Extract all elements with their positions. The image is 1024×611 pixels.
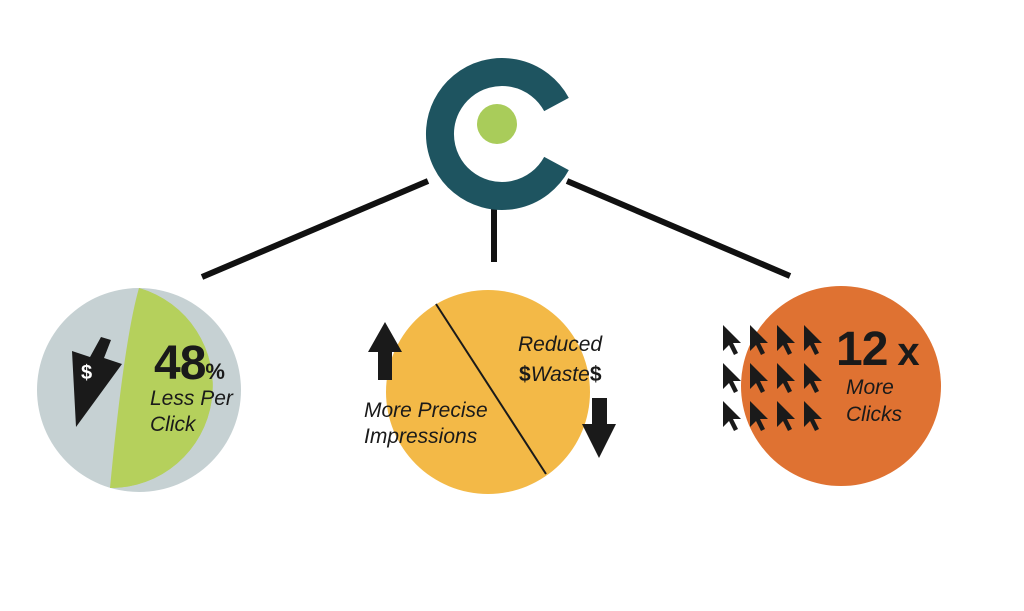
- cursor-icon: [777, 363, 795, 393]
- orange-circle: [741, 286, 941, 486]
- cursor-icon: [804, 325, 822, 355]
- middle-left-line1: More Precise: [364, 399, 488, 422]
- brand-logo: [425, 58, 569, 210]
- cursor-icon: [804, 401, 822, 431]
- waste-word: Waste: [530, 363, 590, 386]
- logo-dot: [477, 104, 517, 144]
- up-arrow-icon: [368, 322, 402, 380]
- cursor-icon: [723, 363, 741, 393]
- right-label-line2: Clicks: [846, 403, 902, 426]
- down-arrow-icon: [582, 398, 616, 458]
- cursor-icon: [750, 363, 768, 393]
- left-label-line2: Click: [150, 413, 196, 436]
- cursor-icon: [750, 401, 768, 431]
- connector-left: [200, 178, 430, 280]
- yellow-circle: [386, 290, 590, 494]
- cursor-grid: [723, 325, 822, 431]
- left-stat-unit: %: [205, 359, 225, 384]
- cursor-icon: [804, 363, 822, 393]
- middle-right-line2: $Waste$: [519, 362, 602, 388]
- pie-green-fill: [110, 288, 213, 489]
- middle-circle: [386, 290, 590, 494]
- waste-dollar-right: $: [589, 363, 602, 386]
- logo-c-ring: [425, 58, 569, 210]
- right-circle: [741, 286, 941, 486]
- connector-right: [565, 178, 792, 279]
- middle-left-line2: Impressions: [364, 425, 478, 448]
- left-pie-chart: [37, 288, 241, 492]
- left-stat-value: 48: [154, 337, 206, 390]
- price-down-arrow-icon: [72, 337, 122, 427]
- right-stat-unit: x: [897, 330, 919, 374]
- cursor-icon: [723, 401, 741, 431]
- cursor-icon: [777, 325, 795, 355]
- right-stat-value: 12: [836, 323, 888, 376]
- dollar-symbol: $: [81, 362, 93, 384]
- left-label-line1: Less Per: [150, 387, 233, 410]
- cursor-icon: [750, 325, 768, 355]
- middle-right-line1: Reduced: [518, 333, 603, 356]
- left-stat: 48%: [154, 340, 225, 388]
- right-label-line1: More: [846, 376, 894, 399]
- circle-divider: [435, 303, 547, 475]
- cursor-icon: [777, 401, 795, 431]
- cursor-icon: [723, 325, 741, 355]
- waste-dollar-left: $: [519, 363, 531, 386]
